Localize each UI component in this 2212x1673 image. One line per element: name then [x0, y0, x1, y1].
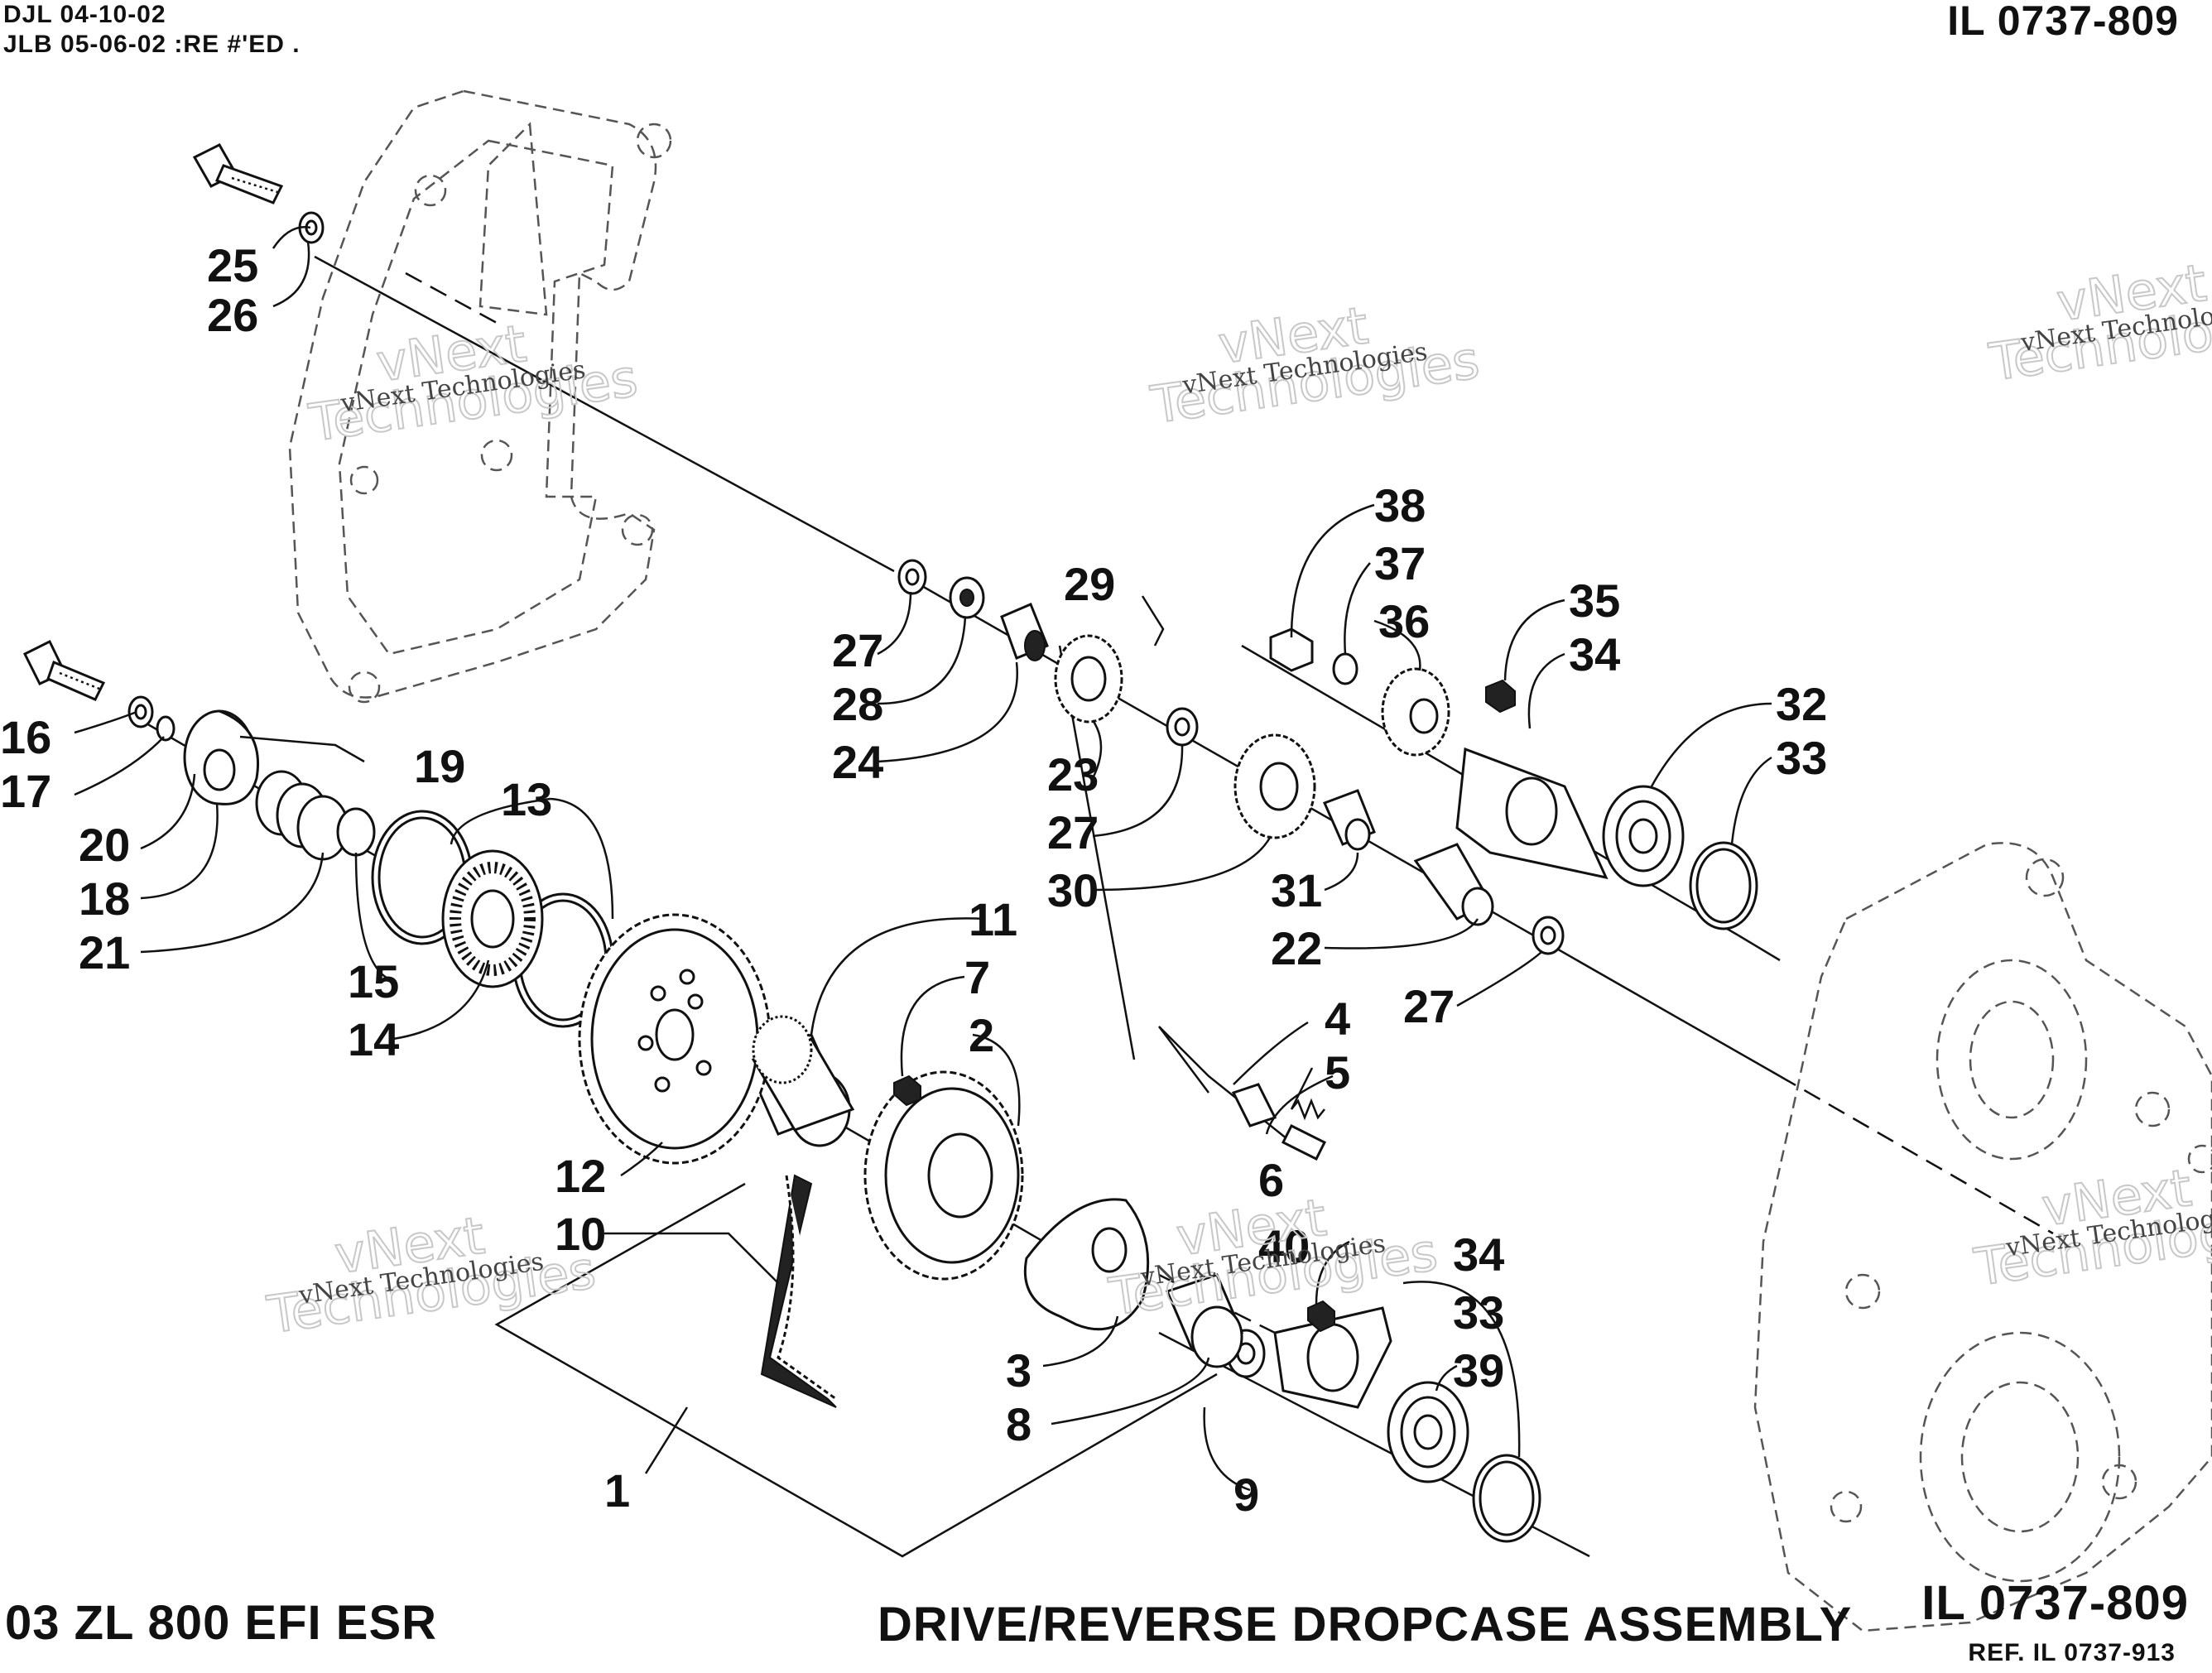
callout: 20: [79, 819, 130, 871]
callout: 2: [969, 1009, 994, 1061]
bearing-retainer-plates: [1273, 747, 1609, 1409]
callout: 30: [1047, 864, 1099, 916]
callout: 21: [79, 926, 130, 978]
callout: 31: [1271, 864, 1322, 916]
chain-kit-bracket: [494, 1174, 1218, 1558]
callout: 24: [832, 736, 883, 788]
cam-plate: [183, 709, 259, 805]
leader-lines: [74, 226, 1772, 1492]
callout: 33: [1453, 1286, 1504, 1339]
callout: 27: [1403, 980, 1455, 1032]
callout: 15: [348, 955, 399, 1007]
callout: 38: [1374, 479, 1426, 531]
small-gears: [1054, 634, 1450, 839]
callout: 39: [1453, 1344, 1504, 1397]
callout: 22: [1271, 922, 1322, 974]
revision-notes: DJL 04-10-02 JLB 05-06-02 :RE #'ED .: [3, 0, 301, 60]
callout: 7: [964, 951, 990, 1003]
callout: 18: [79, 873, 130, 925]
reference-id: REF. IL 0737-913: [1968, 1639, 2176, 1666]
callout: 40: [1258, 1220, 1310, 1272]
diagram-title: DRIVE/REVERSE DROPCASE ASSEMBLY: [878, 1598, 1853, 1651]
splined-hub: [751, 1015, 855, 1132]
ball-bearings: [1387, 785, 1685, 1483]
callout: 11: [969, 893, 1017, 945]
callout: 9: [1233, 1469, 1259, 1521]
callout: 14: [348, 1013, 399, 1065]
callout: 28: [832, 678, 883, 730]
illustration-id-top: IL 0737-809: [1947, 0, 2179, 44]
bolts: [22, 143, 284, 701]
callout: 3: [1006, 1344, 1031, 1397]
revision-line-2: JLB 05-06-02 :RE #'ED .: [3, 31, 301, 58]
callout: 1: [604, 1464, 630, 1517]
callout: 19: [414, 740, 465, 792]
callout: 10: [555, 1208, 606, 1260]
callout: 25: [207, 239, 258, 291]
callout: 6: [1258, 1154, 1284, 1206]
callout: 34: [1453, 1228, 1504, 1281]
reverse-sprocket: [578, 913, 772, 1165]
callout: 34: [1569, 628, 1620, 680]
revision-line-1: DJL 04-10-02: [3, 1, 166, 28]
upper-dropcase-cover: [288, 89, 672, 704]
drive-gear: [863, 1070, 1024, 1281]
callout: 17: [0, 765, 51, 817]
callout: 36: [1378, 595, 1430, 647]
callout: 29: [1064, 558, 1115, 610]
callout: 8: [1006, 1398, 1031, 1450]
callout: 27: [832, 624, 883, 676]
watermarks: vNext Technologies vNext Technologies vN…: [262, 252, 2212, 1346]
callout: 23: [1047, 748, 1099, 800]
illustration-id-bottom: IL 0737-809: [1921, 1576, 2189, 1630]
callout: 16: [0, 711, 51, 763]
bolt-25: [192, 143, 284, 204]
model-name: 03 ZL 800 EFI ESR: [5, 1596, 438, 1650]
callout: 37: [1374, 537, 1426, 589]
callout: 12: [555, 1150, 606, 1202]
callout: 4: [1325, 993, 1350, 1045]
callout: 33: [1776, 732, 1827, 784]
springs: [255, 770, 1325, 1121]
callouts: 25 26 27 28 24 29 23 27 30 38 37 36 35 3…: [0, 239, 1827, 1521]
shift-plate: [1023, 1198, 1150, 1331]
callout: 35: [1569, 574, 1620, 627]
callout: 5: [1325, 1046, 1350, 1099]
nuts: [893, 627, 1516, 1333]
callout: 27: [1047, 806, 1099, 858]
callout: 26: [207, 289, 258, 341]
lower-dropcase-housing: [1753, 842, 2212, 1632]
callout: 32: [1776, 678, 1827, 730]
callout: 13: [501, 773, 552, 825]
bolt-16: [22, 639, 106, 701]
washers: [127, 211, 1565, 1378]
thrust-bearing: [441, 849, 544, 988]
